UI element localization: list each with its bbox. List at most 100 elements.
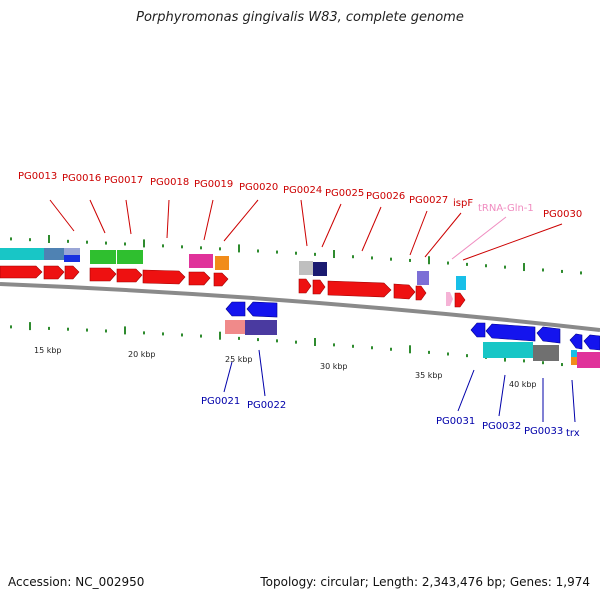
- tick-mark: [238, 336, 240, 340]
- reverse-genes: [225, 301, 600, 351]
- tick-mark: [124, 242, 126, 246]
- cog-block: [245, 320, 277, 335]
- cog-block: [189, 254, 213, 268]
- tick-mark: [105, 329, 107, 333]
- cog-block: [215, 256, 229, 270]
- tick-mark: [428, 256, 430, 265]
- tick-mark: [181, 245, 183, 249]
- tick-mark: [371, 256, 373, 260]
- forward-leader-lines: [49, 199, 563, 261]
- tick-mark: [48, 234, 50, 243]
- gene-arrow: [327, 280, 392, 298]
- tick-mark: [504, 265, 506, 269]
- tick-mark: [124, 326, 126, 335]
- cog-block: [44, 248, 64, 260]
- gene-arrow: [64, 265, 80, 280]
- reverse-leader-lines: [223, 349, 576, 423]
- gene-label: PG0025: [325, 188, 364, 199]
- cog-block: [577, 352, 600, 368]
- tick-mark: [295, 340, 297, 344]
- leader-line: [125, 199, 132, 235]
- ruler-labels: 15 kbp 20 kbp 25 kbp 30 kbp 35 kbp 40 kb…: [34, 346, 537, 389]
- cog-block: [533, 345, 559, 361]
- leader-line: [457, 369, 475, 412]
- gene-arrow: [188, 271, 211, 286]
- leader-line: [361, 206, 382, 252]
- gene-arrow: [312, 279, 326, 295]
- gene-label: PG0032: [482, 421, 521, 432]
- gene-arrow: [454, 292, 466, 308]
- cog-block: [64, 248, 80, 255]
- tick-mark: [200, 246, 202, 250]
- ruler-label: 40 kbp: [509, 380, 537, 389]
- gene-arrow: [213, 272, 229, 287]
- trna-label: tRNA-Gln-1: [478, 203, 534, 214]
- forward-genes: [0, 265, 466, 308]
- leader-line: [498, 374, 506, 417]
- cog-block: [64, 255, 80, 262]
- tick-mark: [86, 328, 88, 332]
- tick-mark: [276, 250, 278, 254]
- gene-arrow: [116, 268, 143, 283]
- gene-label: PG0031: [436, 416, 475, 427]
- gene-label: PG0021: [201, 396, 240, 407]
- cog-block: [117, 250, 143, 264]
- reverse-cog-row: [225, 320, 600, 368]
- tick-mark: [162, 332, 164, 336]
- tick-mark: [542, 361, 544, 365]
- gene-label: PG0013: [18, 171, 57, 182]
- cog-block: [313, 262, 327, 276]
- cog-block: [571, 350, 577, 357]
- reverse-gene-labels: PG0021 PG0022 PG0031 PG0032 PG0033 trx: [201, 396, 580, 439]
- gene-label: PG0019: [194, 179, 233, 190]
- tick-mark: [542, 268, 544, 272]
- tick-mark: [181, 333, 183, 337]
- gene-arrow: [0, 265, 43, 279]
- cog-block: [483, 342, 533, 358]
- tick-mark: [257, 249, 259, 253]
- tick-mark: [162, 244, 164, 248]
- tick-mark: [143, 331, 145, 335]
- tick-mark: [523, 359, 525, 363]
- tick-mark: [48, 326, 50, 330]
- gene-arrow: [246, 301, 278, 318]
- tick-mark: [238, 244, 240, 253]
- gene-arrow: [142, 269, 186, 285]
- gene-arrow: [569, 333, 583, 350]
- gene-label: PG0016: [62, 173, 101, 184]
- tick-mark: [219, 331, 221, 340]
- tick-mark: [447, 352, 449, 356]
- tick-mark: [352, 344, 354, 348]
- tick-mark: [29, 322, 31, 331]
- tick-mark: [466, 354, 468, 358]
- tick-mark: [314, 337, 316, 346]
- cog-block: [225, 320, 245, 334]
- tick-mark: [67, 327, 69, 331]
- cog-block: [417, 271, 429, 285]
- cog-block: [0, 248, 44, 260]
- tick-mark: [67, 239, 69, 243]
- gene-label: trx: [566, 428, 580, 439]
- tick-mark: [257, 338, 259, 342]
- tick-mark: [200, 334, 202, 338]
- forward-gene-labels: PG0013 PG0016 PG0017 PG0018 PG0019 PG002…: [18, 171, 582, 220]
- gene-arrow: [536, 326, 561, 344]
- forward-cog-row: [0, 248, 466, 290]
- tick-mark: [314, 252, 316, 256]
- gene-label: PG0030: [543, 209, 582, 220]
- gene-label: ispF: [453, 198, 473, 209]
- tick-mark: [466, 262, 468, 266]
- topology-text: Topology: circular; Length: 2,343,476 bp…: [260, 575, 590, 589]
- cog-block: [456, 276, 466, 290]
- trna-arrow: [446, 292, 453, 306]
- tick-mark: [428, 350, 430, 354]
- tick-mark: [295, 251, 297, 255]
- tick-mark: [447, 261, 449, 265]
- gene-label: PG0027: [409, 195, 448, 206]
- map-title: Porphyromonas gingivalis W83, complete g…: [136, 10, 464, 25]
- leader-line: [89, 199, 106, 234]
- gene-label: PG0018: [150, 177, 189, 188]
- ruler-label: 30 kbp: [320, 362, 348, 371]
- leader-line: [462, 223, 563, 261]
